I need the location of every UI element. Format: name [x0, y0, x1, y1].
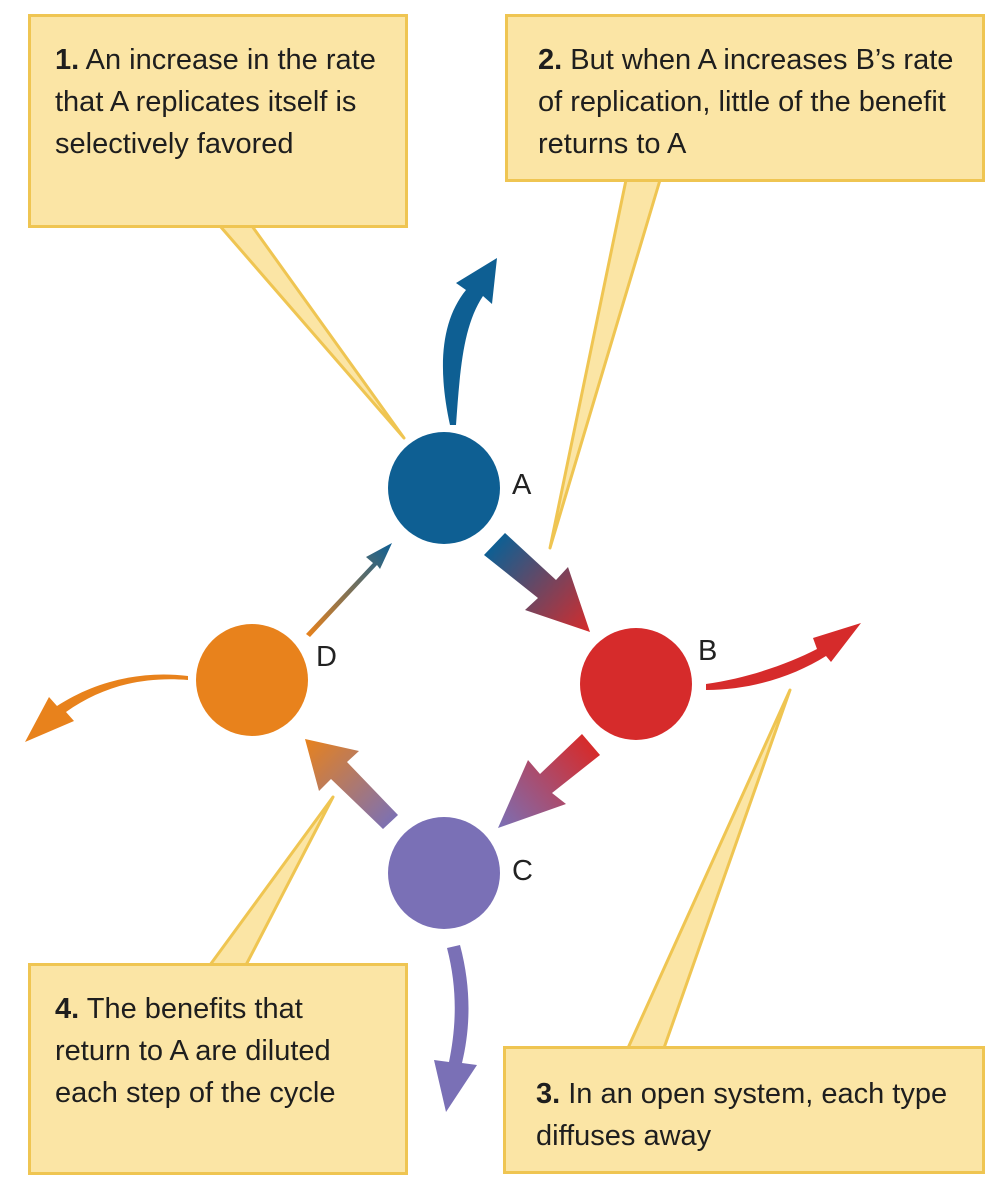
callout-3-text: In an open system, each type diffuses aw…: [536, 1078, 948, 1152]
callout-4-text: The benefits that return to A are dilute…: [55, 993, 336, 1109]
callout-4: 4. The benefits that return to A are dil…: [28, 963, 408, 1175]
callout-1: 1. An increase in the rate that A replic…: [28, 14, 408, 228]
node-b-label: B: [698, 635, 717, 667]
callout-2-number: 2.: [538, 44, 563, 76]
diffusion-arrow-a: [442, 258, 497, 425]
callout-2-pointer: [548, 178, 662, 550]
callout-1-pointer: [218, 224, 406, 440]
callout-1-text: An increase in the rate that A replicate…: [55, 44, 376, 160]
callout-4-number: 4.: [55, 993, 80, 1025]
diffusion-arrow-d: [25, 674, 188, 742]
arrow-b-to-c: [498, 734, 600, 828]
callout-3: 3. In an open system, each type diffuses…: [503, 1046, 985, 1174]
callout-3-pointer: [626, 688, 792, 1050]
node-b-circle: [580, 628, 692, 740]
node-a-label: A: [512, 469, 532, 501]
callout-4-pointer: [208, 795, 335, 967]
diffusion-arrow-b: [706, 623, 861, 690]
arrow-c-to-d: [305, 739, 398, 829]
callout-2-text: But when A increases B’s rate of replica…: [538, 44, 954, 160]
arrow-a-to-b: [484, 533, 590, 632]
callout-1-number: 1.: [55, 44, 80, 76]
node-d-label: D: [316, 641, 337, 673]
node-a-circle: [388, 432, 500, 544]
node-d-circle: [196, 624, 308, 736]
callout-2: 2. But when A increases B’s rate of repl…: [505, 14, 985, 182]
arrow-d-to-a: [306, 543, 392, 637]
diffusion-arrow-c: [434, 945, 477, 1112]
callout-3-number: 3.: [536, 1078, 561, 1110]
node-c-label: C: [512, 855, 533, 887]
node-c-circle: [388, 817, 500, 929]
